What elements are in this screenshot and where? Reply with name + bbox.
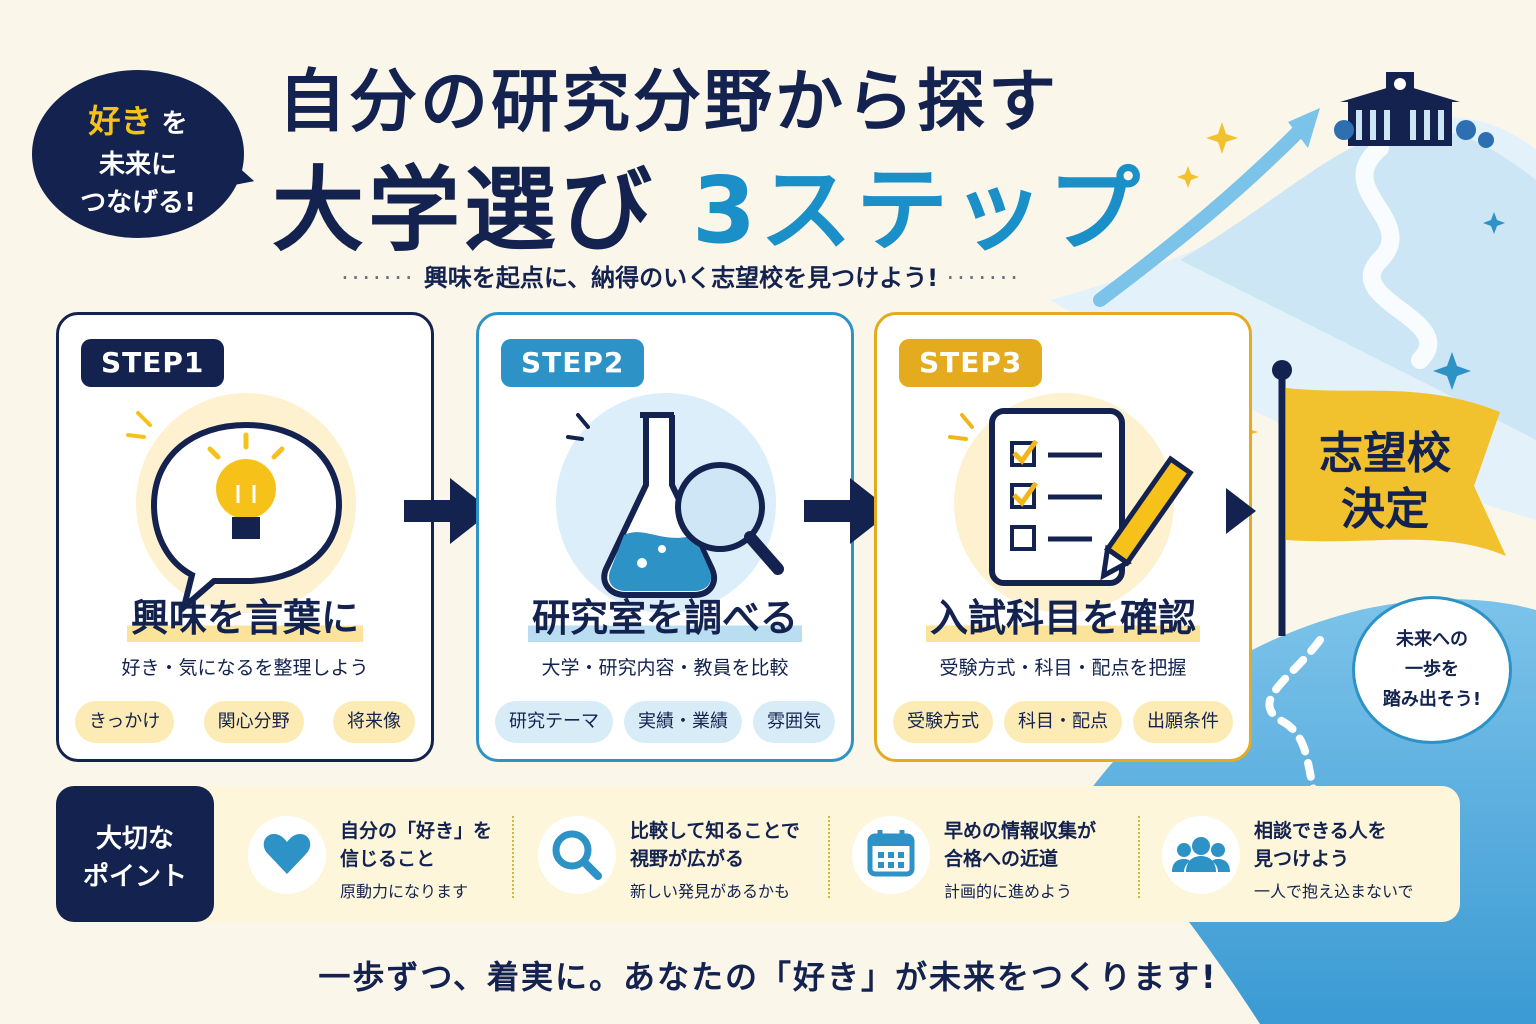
bubble-line3: つなげる! [80,188,196,218]
bubble-highlight: 好き [88,102,153,140]
tag: 出願条件 [1133,701,1233,743]
step-tags: きっかけ 関心分野 将来像 [75,701,415,743]
tag: 受験方式 [893,701,993,743]
step-tags: 受験方式 科目・配点 出願条件 [893,701,1233,743]
subtitle-dots-left: ······· [341,264,416,292]
school-building-icon [1334,72,1494,148]
title-accent: 3ステップ [692,157,1145,264]
step-badge: STEP2 [501,339,645,387]
subtitle-dots-right: ······· [946,264,1021,292]
step-badge: STEP3 [899,339,1043,387]
divider [512,816,514,898]
point-item: 比較して知ることで 視野が広がる 新しい発見があるかも [538,808,828,904]
step-card-2: STEP2 研究室を調べる 大学・研究内容・教員を比較 研究テーマ 実績・業績 … [476,312,854,762]
step-card-3: STEP3 入試科目を確認 受験方式・科目・配点を把握 受験方式 科目・配点 出… [874,312,1252,762]
point-item: 早めの情報収集が 合格への近道 計画的に進めよう [852,808,1142,904]
tag: 雰囲気 [753,701,835,743]
point-item: 相談できる人を 見つけよう 一人で抱え込まないで [1162,808,1452,904]
step-badge: STEP1 [81,339,225,387]
arrow-right-icon [404,478,492,544]
step-title: 興味を言葉に [59,587,431,642]
hill-far [1180,128,1536,440]
sparkle-icons-blue [1433,212,1505,390]
step-desc: 受験方式・科目・配点を把握 [939,657,1187,679]
arrow-right-icon [804,478,892,544]
lightbulb-speech-icon [126,393,356,615]
goal-flag-text: 志望校 決定 [1319,428,1451,535]
tag: 科目・配点 [1004,701,1122,743]
divider [828,816,830,898]
goal-flag-icon [1272,360,1506,636]
point-item: 自分の「好き」を 信じること 原動力になります [248,808,538,904]
people-icon [1162,816,1240,894]
page-title-line1: 自分の研究分野から探す [278,63,1060,142]
catch-bubble: 好き を 未来に つなげる! [32,70,244,238]
growth-arrow [1093,123,1307,307]
tag: きっかけ [75,701,175,743]
points-label: 大切な ポイント [56,786,214,922]
tag: 将来像 [333,701,415,743]
tag: 研究テーマ [495,701,613,743]
footer-message: 一歩ずつ、着実に。あなたの「好き」が未来をつくります! [318,958,1218,996]
bubble-line1-rest: を [161,109,188,139]
road [1355,139,1438,369]
bubble-line2: 未来に [98,150,177,180]
subtitle: ······· 興味を起点に、納得のいく志望校を見つけよう! ······· [256,258,1106,293]
tag: 関心分野 [203,701,304,743]
calendar-icon [852,816,930,894]
step-desc: 大学・研究内容・教員を比較 [541,657,789,679]
points-panel: 大切な ポイント 自分の「好き」を 信じること 原動力になります 比較して知るこ… [56,786,1460,922]
future-circle: 未来への 一歩を 踏み出そう! [1352,596,1512,744]
step-tags: 研究テーマ 実績・業績 雰囲気 [495,701,835,743]
growth-arrow-head [1288,108,1320,148]
tag: 実績・業績 [624,701,742,743]
step-title: 研究室を調べる [479,587,851,642]
flask-magnifier-icon [556,393,784,613]
search-icon [538,816,616,894]
checklist-pencil-icon [948,393,1194,613]
step-title: 入試科目を確認 [877,587,1249,642]
subtitle-text: 興味を起点に、納得のいく志望校を見つけよう! [423,264,939,292]
step-desc: 好き・気になるを整理しよう [121,657,369,679]
title-main: 大学選び [272,157,657,264]
heart-icon [248,816,326,894]
divider [1138,816,1140,898]
chevron-right-icon [1226,488,1256,534]
step-card-1: STEP1 興味を言葉に 好き・気になるを整理しよう きっかけ 関心分野 将来像 [56,312,434,762]
page-title-line2: 大学選び 3ステップ [272,136,1144,269]
